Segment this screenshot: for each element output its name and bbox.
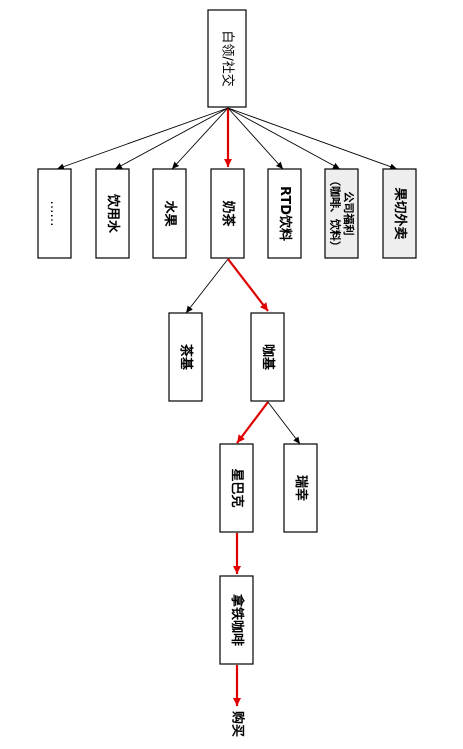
node-root: 白领/社交 [207,9,247,108]
node-more: …… [37,168,72,259]
edge-milktea-coffeebase [227,258,269,312]
edge-root-company [227,107,341,170]
node-company-label-2: （咖啡、饮料） [329,175,343,252]
node-water-label: 饮用水 [105,193,121,234]
edge-milktea-teabase [185,258,229,314]
edge-root-rtd [227,107,284,170]
node-buy-label: 购买 [230,711,246,737]
node-milktea-label: 奶茶 [220,199,236,227]
node-company: 公司福利 （咖啡、饮料） [324,168,359,259]
node-water: 饮用水 [95,168,130,259]
edge-coffeebase-starbucks [236,401,269,444]
edge-root-juice [227,107,398,170]
node-luckin: 瑞幸 [283,443,318,533]
node-juice: 果切外卖 [382,168,417,259]
edge-root-more [56,107,229,170]
node-coffeebase-label: 咖基 [260,344,276,371]
node-teabase: 茶基 [168,312,203,402]
node-root-label: 白领/社交 [220,30,236,86]
node-luckin-label: 瑞幸 [293,475,309,501]
node-rtd-label: RTD饮料 [277,186,293,241]
node-coffeebase: 咖基 [250,312,285,402]
node-company-label-1: 公司福利 [342,192,356,236]
edge-root-fruit [171,107,229,170]
node-latte: 拿铁咖啡 [219,575,254,665]
node-juice-label: 果切外卖 [392,186,408,239]
node-fruit-label: 水果 [162,200,178,226]
node-rtd: RTD饮料 [267,168,302,259]
node-fruit: 水果 [152,168,187,259]
node-more-label: …… [47,201,62,227]
edge-coffeebase-luckin [267,401,301,445]
node-starbucks-label: 星巴克 [229,468,245,507]
node-milktea: 奶茶 [210,168,245,259]
node-teabase-label: 茶基 [178,344,194,371]
node-latte-label: 拿铁咖啡 [229,593,245,646]
edge-root-water [114,107,229,170]
node-starbucks: 星巴克 [219,443,254,533]
